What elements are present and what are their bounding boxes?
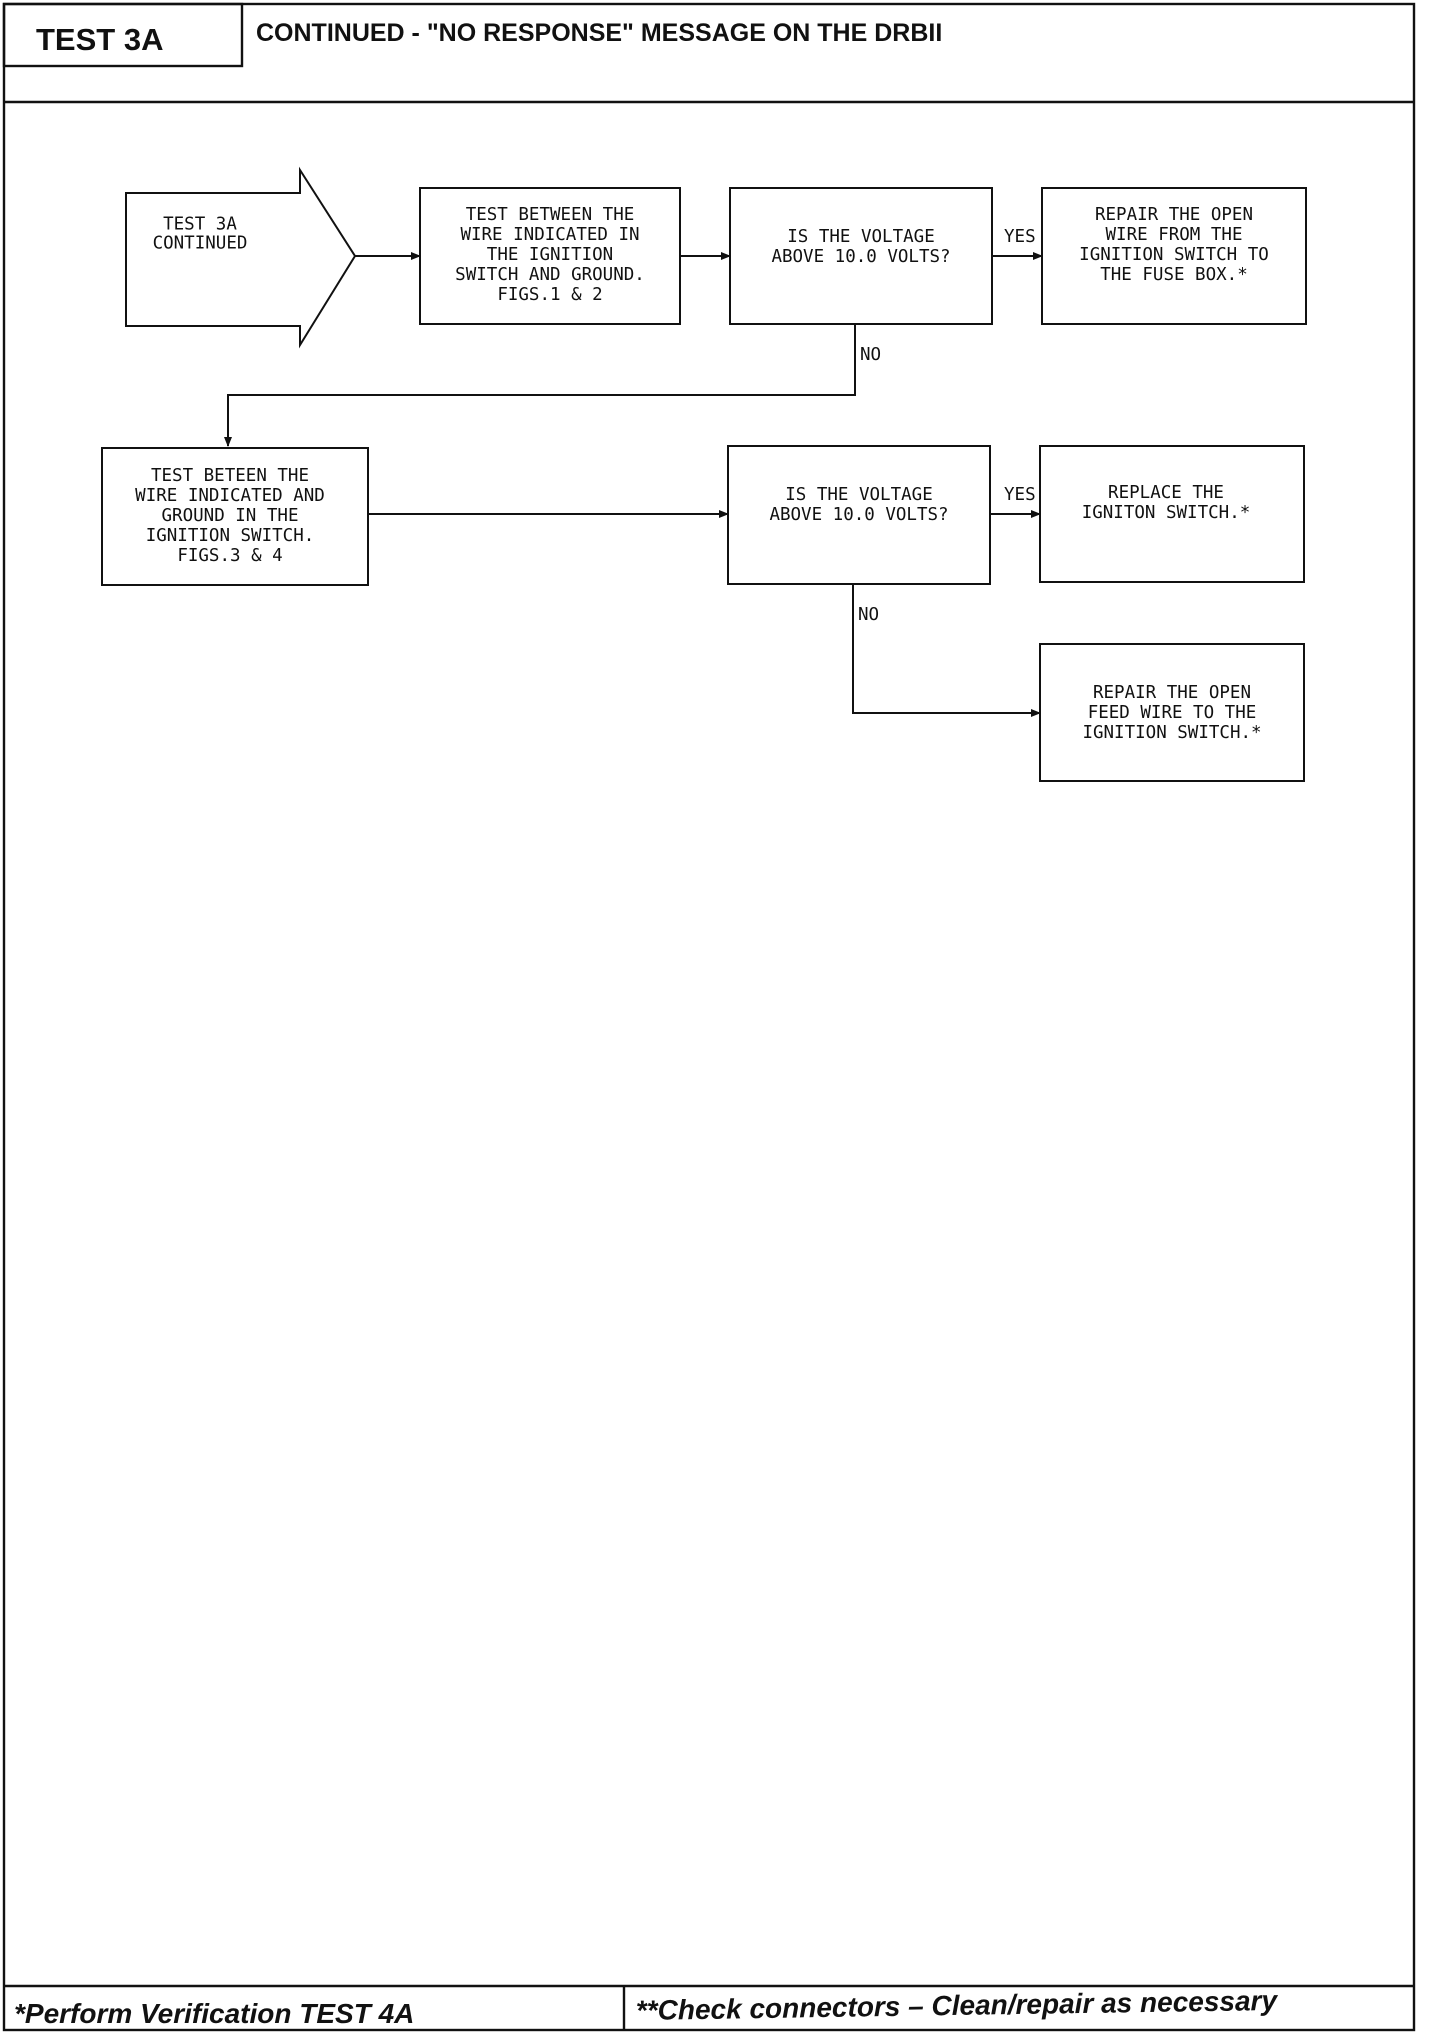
step2-text-line: TEST BETEEN THE — [151, 466, 309, 486]
result2-yes-text-line: REPLACE THE — [1108, 483, 1224, 503]
question2-text-line: IS THE VOLTAGE — [785, 485, 933, 505]
start-arrow-shape — [125, 166, 357, 349]
yes-label-2: YES — [1004, 485, 1036, 505]
step2-text-line: IGNITION SWITCH. — [146, 526, 315, 546]
result2-yes-box — [1039, 445, 1305, 583]
question2-box — [727, 445, 991, 585]
question1-text-line: IS THE VOLTAGE — [787, 227, 935, 247]
result2-yes-text-line: IGNITON SWITCH.* — [1082, 503, 1251, 523]
result2-no-box — [1039, 643, 1305, 782]
no-label-2: NO — [858, 605, 879, 625]
step2-box — [101, 447, 369, 586]
question1-text-line: ABOVE 10.0 VOLTS? — [771, 247, 950, 267]
test-label: TEST 3A — [36, 22, 163, 57]
result1-yes-text-line: THE FUSE BOX.* — [1100, 265, 1248, 285]
footer-right-note: **Check connectors – Clean/repair as nec… — [636, 1985, 1279, 2026]
question2-text-line: ABOVE 10.0 VOLTS? — [769, 505, 948, 525]
result2-no-text-line: IGNITION SWITCH.* — [1082, 723, 1261, 743]
result2-no-text-line: FEED WIRE TO THE — [1088, 703, 1257, 723]
step1-text-line: SWITCH AND GROUND. — [455, 265, 645, 285]
result1-yes-box — [1041, 187, 1307, 325]
step1-text-line: FIGS.1 & 2 — [497, 285, 602, 305]
connector-question1-no — [224, 324, 856, 447]
step1-text-line: WIRE INDICATED IN — [460, 225, 639, 245]
result1-yes-text-line: WIRE FROM THE — [1106, 225, 1243, 245]
start-text-line: TEST 3A — [163, 215, 237, 235]
question1-box — [729, 187, 993, 325]
step1-text-line: TEST BETWEEN THE — [466, 205, 635, 225]
no-label-1: NO — [860, 345, 881, 365]
step2-text-line: WIRE INDICATED AND — [135, 486, 325, 506]
footer-left-note: *Perform Verification TEST 4A — [14, 1998, 414, 2029]
start-text-line: CONTINUED — [153, 234, 248, 254]
page-title: CONTINUED - "NO RESPONSE" MESSAGE ON THE… — [256, 19, 942, 47]
yes-label-1: YES — [1004, 227, 1036, 247]
step2-text-line: GROUND IN THE — [162, 506, 299, 526]
step1-text-line: THE IGNITION — [487, 245, 613, 265]
test-label-box — [2, 2, 244, 68]
result2-no-text-line: REPAIR THE OPEN — [1093, 683, 1251, 703]
step1-box — [419, 187, 681, 325]
step2-text-line: FIGS.3 & 4 — [177, 546, 282, 566]
result1-yes-text-line: REPAIR THE OPEN — [1095, 205, 1253, 225]
result1-yes-text-line: IGNITION SWITCH TO — [1079, 245, 1269, 265]
connector-question2-no — [852, 584, 1041, 717]
